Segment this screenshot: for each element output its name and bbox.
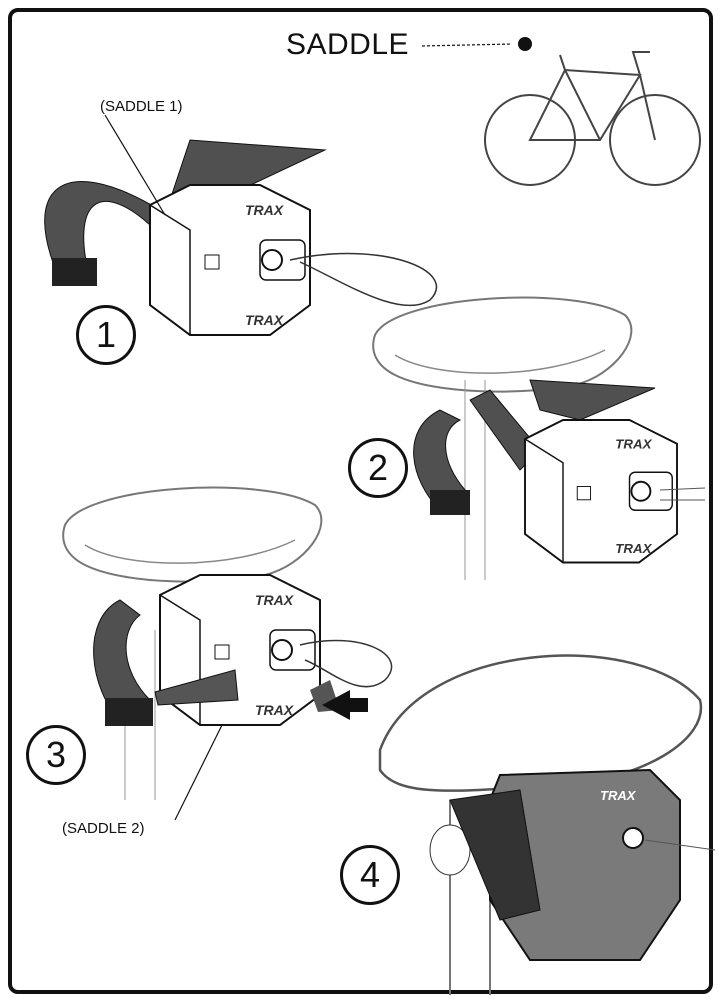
step-2-number: 2 — [348, 438, 408, 498]
saddle-1-callout: (SADDLE 1) — [100, 98, 183, 115]
bicycle-icon — [484, 51, 701, 186]
step-3-number: 3 — [26, 725, 86, 785]
step-4-number: 4 — [340, 845, 400, 905]
step-3-illustration — [62, 486, 393, 821]
step-1-illustration — [44, 114, 438, 336]
saddle-title: SADDLE — [286, 28, 410, 61]
saddle-marker-icon — [518, 37, 532, 51]
step-4-illustration: TRAX — [378, 654, 716, 995]
saddle-2-callout: (SADDLE 2) — [62, 820, 145, 837]
svg-text:TRAX: TRAX — [600, 788, 637, 803]
step-1-number: 1 — [76, 305, 136, 365]
saddle-arrow — [421, 43, 513, 47]
step-2-illustration — [372, 296, 706, 580]
insert-arrow-icon — [322, 690, 368, 720]
diagram-border — [8, 8, 713, 994]
